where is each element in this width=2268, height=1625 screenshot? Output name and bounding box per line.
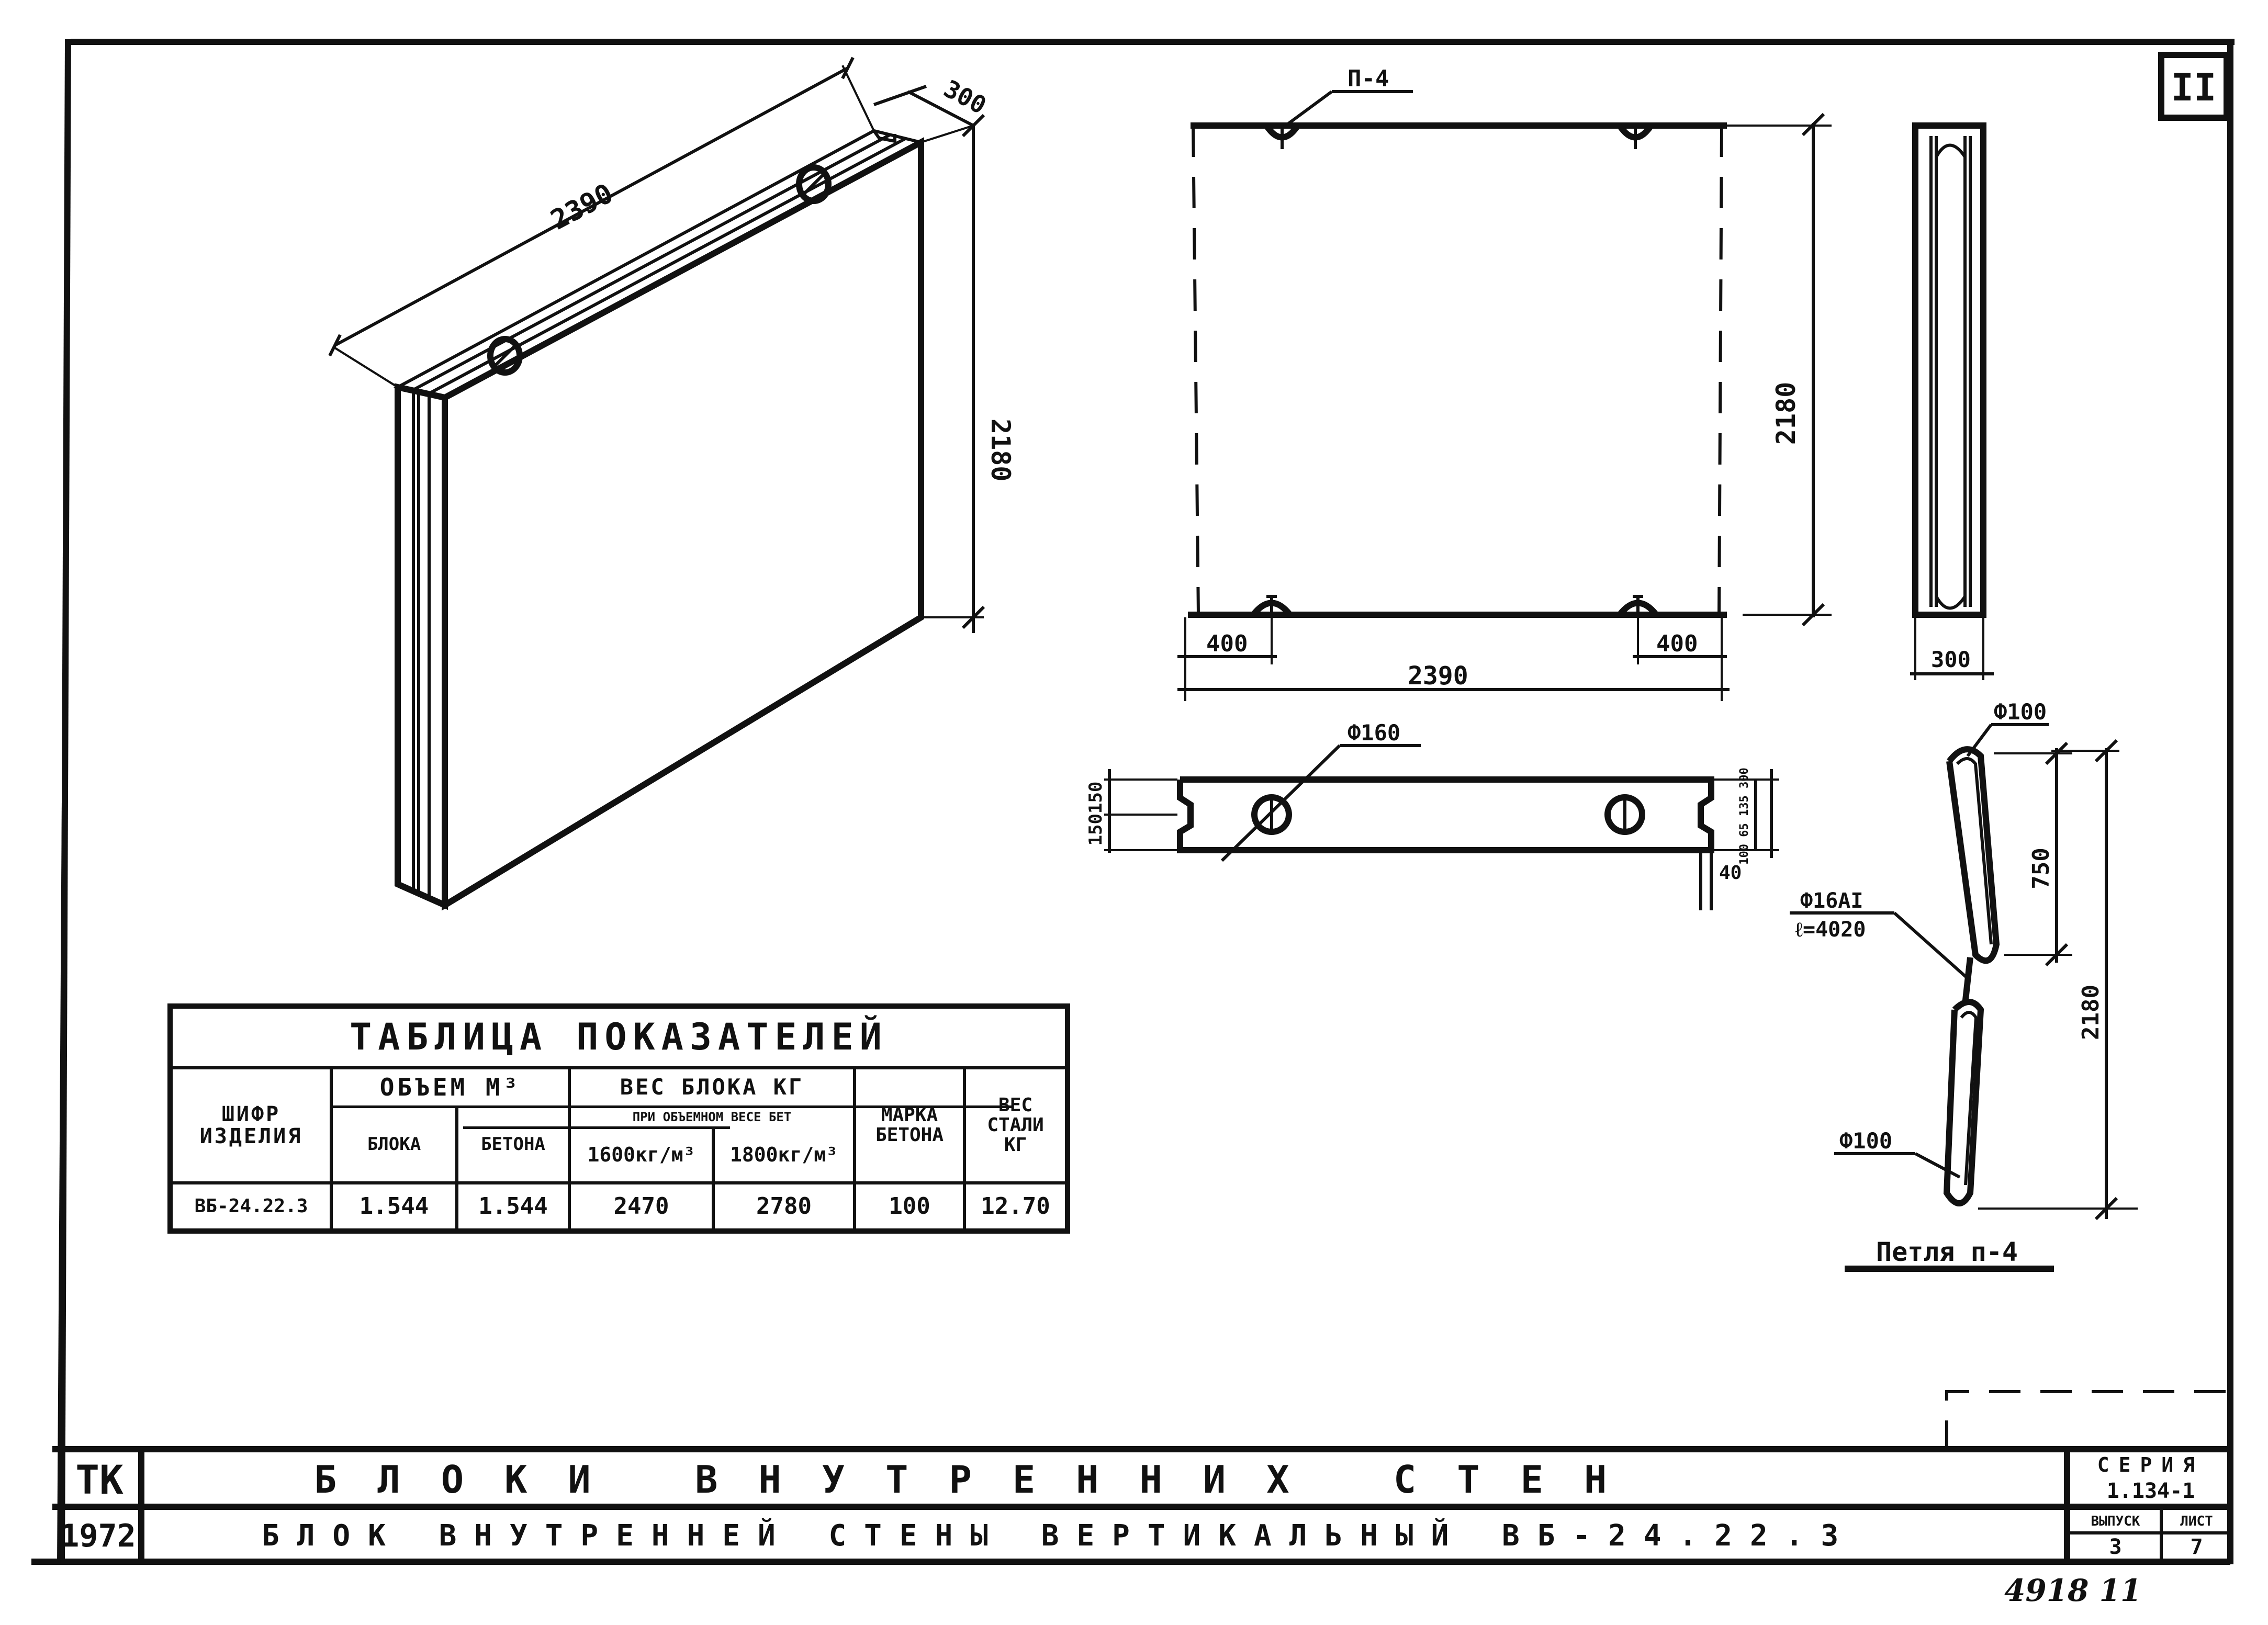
- row-weight-1600: 2470: [613, 1192, 669, 1220]
- sheet-frame: [31, 39, 2235, 1565]
- header-volume-concrete: БЕТОНА: [481, 1134, 545, 1155]
- loop-total-length: 2180: [2078, 985, 2104, 1040]
- header-product-code: ШИФР ИЗДЕЛИЯ: [199, 1102, 303, 1148]
- row-product-code: ВБ-24.22.3: [194, 1195, 308, 1217]
- row-steel-weight: 12.70: [981, 1192, 1050, 1220]
- title-block-frame: [52, 1390, 2230, 1562]
- title-block-issue-value: 3: [2109, 1535, 2122, 1559]
- indicators-table: ТАБЛИЦА ПОКАЗАТЕЛЕЙ ШИФР ИЗДЕЛИЯ ОБЪЕМ М…: [167, 1003, 1070, 1234]
- header-block-weight: ВЕС БЛОКА КГ: [620, 1074, 804, 1100]
- loop-bar-label: Ф16АI: [1800, 889, 1863, 913]
- side-width-dim: 300: [1931, 647, 1971, 672]
- sheet-number: II: [2171, 65, 2217, 109]
- title-block-series-value: 1.134-1: [2106, 1479, 2195, 1503]
- row-volume-concrete: 1.544: [478, 1192, 548, 1220]
- plan-left-dims: 150150: [1085, 782, 1106, 846]
- header-volume: ОБЪЕМ М³: [379, 1073, 521, 1102]
- inventory-number: 4918 11: [2004, 1573, 2141, 1608]
- title-block-series-label: СЕРИЯ: [2097, 1453, 2205, 1476]
- header-volume-block: БЛОКА: [367, 1134, 421, 1155]
- plan-view: Ф160 150150 100 65 135 300 40: [1085, 720, 1779, 910]
- loop-callout-label: П-4: [1348, 65, 1389, 92]
- iso-height-dim: 2180: [985, 419, 1016, 481]
- header-steel-weight: ВЕС СТАЛИ КГ: [987, 1094, 1044, 1156]
- elevation-width-dim: 2390: [1408, 661, 1468, 691]
- elevation-offset-left: 400: [1206, 630, 1248, 657]
- front-elevation: П-4 2180 400 400 2390: [1177, 65, 1832, 701]
- elevation-height-dim: 2180: [1771, 382, 1801, 445]
- header-weight-1800: 1800кг/м³: [730, 1143, 838, 1167]
- plan-right-dims: 100 65 135 300: [1738, 768, 1751, 864]
- row-weight-1800: 2780: [756, 1192, 812, 1220]
- elevation-offset-right: 400: [1656, 630, 1698, 657]
- plan-right-small-dim: 40: [1719, 862, 1742, 884]
- header-weight-1600: 1600кг/м³: [587, 1143, 695, 1167]
- header-concrete-grade: МАРКА БЕТОНА: [875, 1104, 944, 1146]
- sheet-number-box: II: [2158, 52, 2230, 121]
- loop-detail-title: Петля п-4: [1876, 1237, 2018, 1267]
- loop-upper-length: 750: [2028, 848, 2054, 889]
- title-block-subtitle: БЛОК ВНУТРЕННЕЙ СТЕНЫ ВЕРТИКАЛЬНЫЙ ВБ-24…: [262, 1519, 1857, 1553]
- loop-bottom-diameter: Ф100: [1839, 1128, 1892, 1154]
- loop-top-diameter: Ф100: [1994, 699, 2047, 725]
- side-section: 300: [1910, 122, 1994, 680]
- row-concrete-grade: 100: [889, 1192, 930, 1220]
- title-block-issue-label: ВЫПУСК: [2091, 1513, 2140, 1529]
- title-block-sheet-value: 7: [2190, 1535, 2203, 1559]
- title-block-year: 1972: [60, 1517, 136, 1554]
- header-weight-subtitle: ПРИ ОБЪЕМНОМ ВЕСЕ БЕТ: [632, 1109, 792, 1124]
- loop-detail: Ф100 Ф16АI ℓ=4020 Ф100 750 2180 Петля п-…: [1790, 699, 2138, 1272]
- loop-bar-length: ℓ=4020: [1795, 918, 1866, 942]
- title-block-sheet-label: ЛИСТ: [2180, 1513, 2213, 1529]
- title-block-main-title: БЛОКИ ВНУТРЕННИХ СТЕН: [314, 1458, 1648, 1502]
- iso-length-dim: 2390: [546, 178, 619, 236]
- row-volume-block: 1.544: [359, 1192, 429, 1220]
- title-block-organization: ТК: [75, 1456, 123, 1503]
- table-title: ТАБЛИЦА ПОКАЗАТЕЛЕЙ: [350, 1015, 888, 1059]
- hole-diameter-label: Ф160: [1348, 720, 1400, 746]
- isometric-block: 2390 300 2180: [328, 57, 1016, 911]
